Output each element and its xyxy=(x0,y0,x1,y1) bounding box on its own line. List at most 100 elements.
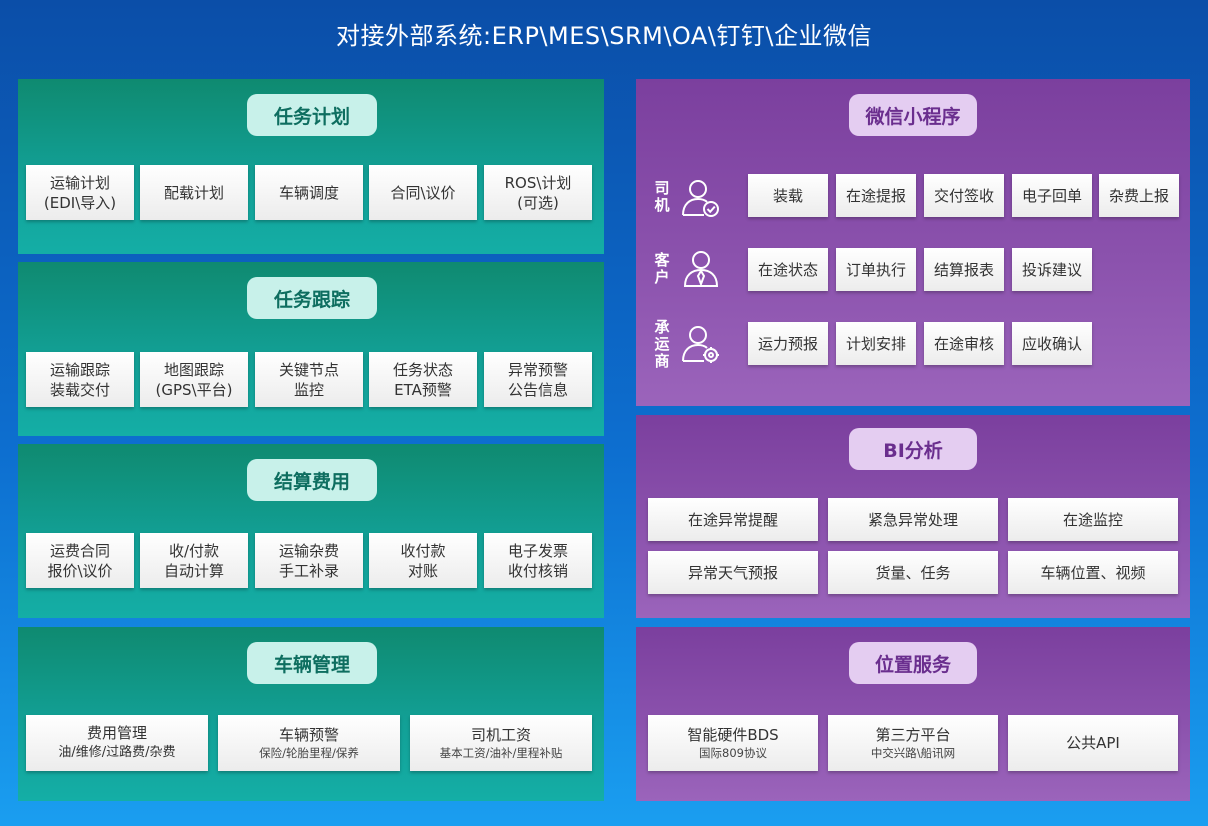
card-line1: ROS\计划 xyxy=(504,173,572,192)
carrier-item[interactable]: 在途审核 xyxy=(924,322,1004,365)
bi-panel: BI分析 在途异常提醒 紧急异常处理 在途监控 异常天气预报 货量、任务 车辆位… xyxy=(636,415,1190,618)
driver-item[interactable]: 装载 xyxy=(748,174,828,217)
card-line1: 合同\议价 xyxy=(390,183,456,202)
card-line1: 在途审核 xyxy=(933,334,994,353)
card-line1: 紧急异常处理 xyxy=(867,510,958,529)
settlement-item[interactable]: 收/付款 自动计算 xyxy=(140,533,248,588)
vehicle-item[interactable]: 司机工资 基本工资/油补/里程补贴 xyxy=(410,715,592,771)
carrier-item[interactable]: 应收确认 xyxy=(1012,322,1092,365)
card-line1: 货量、任务 xyxy=(875,563,951,582)
card-line1: 在途提报 xyxy=(845,186,906,205)
settlement-item[interactable]: 收付款 对账 xyxy=(369,533,477,588)
customer-item[interactable]: 在途状态 xyxy=(748,248,828,291)
bi-item[interactable]: 在途监控 xyxy=(1008,498,1178,541)
carrier-item[interactable]: 运力预报 xyxy=(748,322,828,365)
card-line2: 装载交付 xyxy=(49,380,110,399)
location-item[interactable]: 公共API xyxy=(1008,715,1178,771)
card-line2: 自动计算 xyxy=(163,561,224,580)
vehicle-item[interactable]: 费用管理 油/维修/过路费/杂费 xyxy=(26,715,208,771)
card-line2: (EDI\导入) xyxy=(43,193,117,212)
card-line2: 基本工资/油补/里程补贴 xyxy=(439,745,563,760)
task-plan-item[interactable]: 配载计划 xyxy=(140,165,248,220)
card-line2: 监控 xyxy=(293,380,324,399)
settlement-item[interactable]: 运费合同 报价\议价 xyxy=(26,533,134,588)
task-plan-item[interactable]: ROS\计划 (可选) xyxy=(484,165,592,220)
task-track-item[interactable]: 运输跟踪 装载交付 xyxy=(26,352,134,407)
card-line1: 车辆调度 xyxy=(278,183,339,202)
card-line1: 地图跟踪 xyxy=(163,360,224,379)
driver-item[interactable]: 在途提报 xyxy=(836,174,916,217)
card-line1: 电子回单 xyxy=(1021,186,1082,205)
task-track-item[interactable]: 任务状态 ETA预警 xyxy=(369,352,477,407)
customer-item[interactable]: 投诉建议 xyxy=(1012,248,1092,291)
card-line1: 在途状态 xyxy=(757,260,818,279)
task-plan-item[interactable]: 运输计划 (EDI\导入) xyxy=(26,165,134,220)
card-line1: 在途监控 xyxy=(1062,510,1123,529)
card-line2: (GPS\平台) xyxy=(155,380,233,399)
task-plan-item[interactable]: 合同\议价 xyxy=(369,165,477,220)
card-line1: 费用管理 xyxy=(86,724,147,742)
card-line1: 结算报表 xyxy=(933,260,994,279)
customer-icon xyxy=(683,251,719,287)
task-track-title: 任务跟踪 xyxy=(247,277,377,319)
card-line2: 对账 xyxy=(407,561,438,580)
card-line2: 油/维修/过路费/杂费 xyxy=(58,745,176,760)
card-line1: 配载计划 xyxy=(163,183,224,202)
vehicle-panel: 车辆管理 费用管理 油/维修/过路费/杂费 车辆预警 保险/轮胎里程/保养 司机… xyxy=(18,627,604,801)
settlement-title: 结算费用 xyxy=(247,459,377,501)
task-track-item[interactable]: 关键节点 监控 xyxy=(255,352,363,407)
card-line1: 应收确认 xyxy=(1021,334,1082,353)
bi-title: BI分析 xyxy=(849,428,977,470)
card-line1: 电子发票 xyxy=(507,541,568,560)
task-plan-title: 任务计划 xyxy=(247,94,377,136)
card-line2: 国际809协议 xyxy=(699,745,767,760)
card-line1: 运输杂费 xyxy=(278,541,339,560)
customer-item[interactable]: 结算报表 xyxy=(924,248,1004,291)
bi-item[interactable]: 货量、任务 xyxy=(828,551,998,594)
card-line1: 关键节点 xyxy=(278,360,339,379)
role-label-customer: 客户 xyxy=(654,251,670,286)
card-line2: (可选) xyxy=(517,193,559,212)
carrier-item[interactable]: 计划安排 xyxy=(836,322,916,365)
card-line1: 任务状态 xyxy=(392,360,453,379)
card-line2: 手工补录 xyxy=(278,561,339,580)
settlement-item[interactable]: 电子发票 收付核销 xyxy=(484,533,592,588)
driver-item[interactable]: 杂费上报 xyxy=(1099,174,1179,217)
bi-item[interactable]: 车辆位置、视频 xyxy=(1008,551,1178,594)
card-line1: 收付款 xyxy=(400,541,446,560)
card-line1: 运输跟踪 xyxy=(49,360,110,379)
card-line2: 收付核销 xyxy=(507,561,568,580)
driver-item[interactable]: 电子回单 xyxy=(1012,174,1092,217)
location-item[interactable]: 智能硬件BDS 国际809协议 xyxy=(648,715,818,771)
card-line1: 异常预警 xyxy=(507,360,568,379)
task-track-item[interactable]: 异常预警 公告信息 xyxy=(484,352,592,407)
location-panel: 位置服务 智能硬件BDS 国际809协议 第三方平台 中交兴路\船讯网 公共AP… xyxy=(636,627,1190,801)
task-plan-item[interactable]: 车辆调度 xyxy=(255,165,363,220)
settlement-item[interactable]: 运输杂费 手工补录 xyxy=(255,533,363,588)
card-line2: ETA预警 xyxy=(394,380,452,399)
wechat-panel: 微信小程序 司机 装载 在途提报 交付签收 电子回单 杂费上报 客户 在途状态 … xyxy=(636,79,1190,406)
task-track-panel: 任务跟踪 运输跟踪 装载交付 地图跟踪 (GPS\平台) 关键节点 监控 任务状… xyxy=(18,262,604,436)
role-label-driver: 司机 xyxy=(654,179,670,214)
location-item[interactable]: 第三方平台 中交兴路\船讯网 xyxy=(828,715,998,771)
wechat-title: 微信小程序 xyxy=(849,94,977,136)
task-track-item[interactable]: 地图跟踪 (GPS\平台) xyxy=(140,352,248,407)
settlement-panel: 结算费用 运费合同 报价\议价 收/付款 自动计算 运输杂费 手工补录 收付款 … xyxy=(18,444,604,618)
bi-item[interactable]: 异常天气预报 xyxy=(648,551,818,594)
card-line1: 第三方平台 xyxy=(875,725,951,744)
bi-item[interactable]: 紧急异常处理 xyxy=(828,498,998,541)
vehicle-item[interactable]: 车辆预警 保险/轮胎里程/保养 xyxy=(218,715,400,771)
location-title: 位置服务 xyxy=(849,642,977,684)
card-line1: 异常天气预报 xyxy=(687,563,778,582)
card-line1: 司机工资 xyxy=(470,725,531,744)
bi-item[interactable]: 在途异常提醒 xyxy=(648,498,818,541)
customer-item[interactable]: 订单执行 xyxy=(836,248,916,291)
card-line1: 公共API xyxy=(1066,734,1120,752)
role-label-carrier: 承运商 xyxy=(654,318,670,370)
card-line2: 公告信息 xyxy=(507,380,568,399)
card-line1: 车辆位置、视频 xyxy=(1040,563,1146,582)
driver-item[interactable]: 交付签收 xyxy=(924,174,1004,217)
card-line1: 运力预报 xyxy=(757,334,818,353)
card-line1: 订单执行 xyxy=(845,260,906,279)
card-line2: 保险/轮胎里程/保养 xyxy=(259,745,359,760)
